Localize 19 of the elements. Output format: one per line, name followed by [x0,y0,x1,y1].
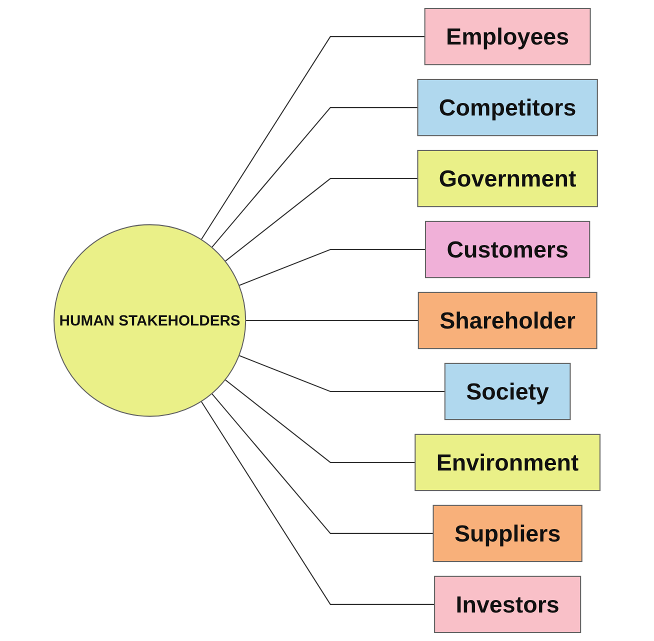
node-box: Society [444,362,571,420]
connector [246,320,418,322]
node-box: Shareholder [418,292,598,350]
connector [211,107,418,248]
node-box: Customers [424,220,590,278]
connector [200,401,435,605]
node-box: Competitors [417,78,598,136]
connector [211,393,434,534]
node-box: Suppliers [432,504,582,562]
connector [200,36,425,240]
node-box: Government [417,150,598,208]
node-box: Environment [414,434,601,492]
connector [238,248,426,286]
connector [224,178,418,262]
node-circle: HUMAN STAKEHOLDERS [53,224,246,417]
connector [224,379,416,463]
node-box: Investors [434,576,582,634]
connector [238,355,445,392]
node-box: Employees [424,8,591,66]
